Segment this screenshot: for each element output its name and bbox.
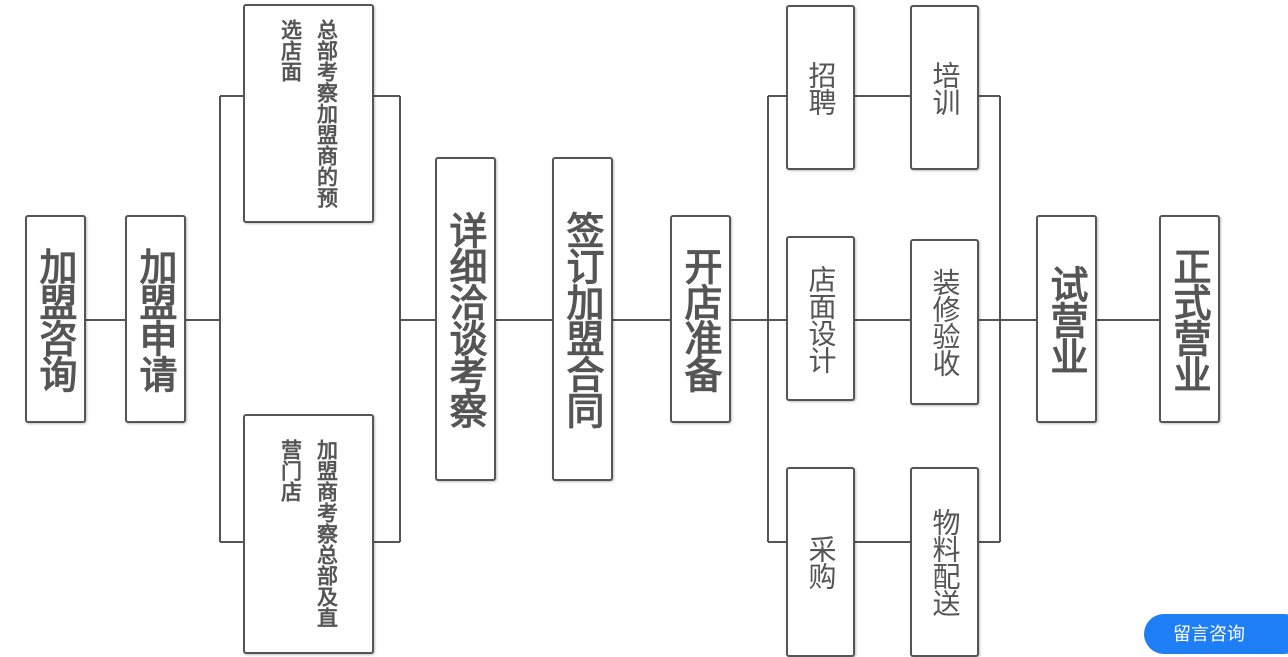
step-prepare: 开店准备 <box>670 215 731 423</box>
step-sign: 签订加盟合同 <box>552 157 613 481</box>
step-inspect-store: 总部考察加盟商的预选店面 <box>243 4 374 223</box>
step-recruit-label: 招聘 <box>804 60 838 115</box>
step-negotiate: 详细洽谈考察 <box>435 157 496 481</box>
step-purchase-label: 采购 <box>804 535 838 589</box>
step-deliver-label: 物料配送 <box>928 508 962 616</box>
leave-message-button[interactable]: 留言咨询 <box>1144 614 1288 654</box>
step-recruit: 招聘 <box>786 5 855 170</box>
step-trial-label: 试营业 <box>1044 265 1088 373</box>
step-decorate: 装修验收 <box>910 239 979 405</box>
step-official: 正式营业 <box>1159 215 1220 423</box>
step-prepare-label: 开店准备 <box>678 247 722 391</box>
step-train-label: 培训 <box>928 60 962 115</box>
step-apply: 加盟申请 <box>125 215 186 423</box>
step-purchase: 采购 <box>786 467 855 657</box>
step-design: 店面设计 <box>786 236 855 401</box>
step-apply-label: 加盟申请 <box>133 247 177 391</box>
step-sign-label: 签订加盟合同 <box>560 211 604 427</box>
step-official-label: 正式营业 <box>1167 247 1211 391</box>
step-trial: 试营业 <box>1036 215 1097 423</box>
step-inspect-hq: 加盟商考察总部及直营门店 <box>243 414 374 654</box>
step-negotiate-label: 详细洽谈考察 <box>443 211 487 427</box>
step-consult: 加盟咨询 <box>25 215 86 423</box>
step-design-label: 店面设计 <box>804 264 838 373</box>
step-inspect-hq-label: 加盟商考察总部及直营门店 <box>278 439 339 628</box>
step-deliver: 物料配送 <box>910 467 979 657</box>
connector-lines <box>86 95 1160 543</box>
step-inspect-store-label: 总部考察加盟商的预选店面 <box>278 18 339 208</box>
step-consult-label: 加盟咨询 <box>33 247 77 391</box>
step-train: 培训 <box>910 5 979 170</box>
step-decorate-label: 装修验收 <box>928 268 962 376</box>
